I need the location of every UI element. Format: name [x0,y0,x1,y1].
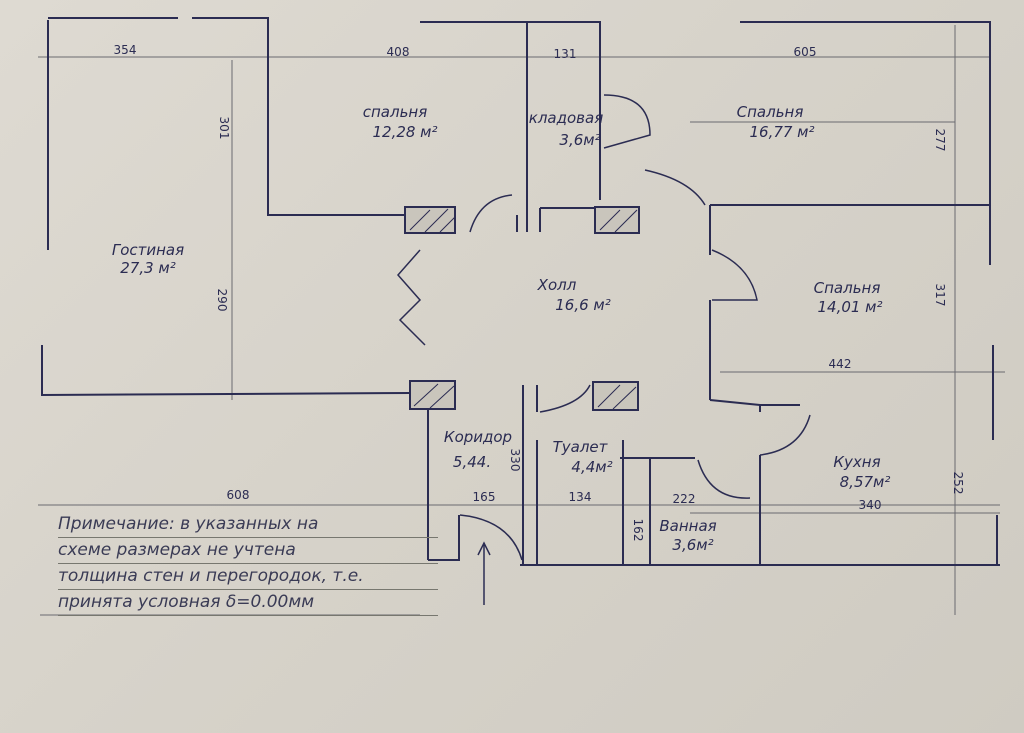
room-area-living-room: 27,3 м² [120,259,176,277]
dimension-label: 354 [113,43,137,57]
dimension-label: 301 [217,116,231,140]
room-area-kitchen: 8,57м² [839,473,891,491]
room-name-corridor: Коридор [443,428,513,446]
room-name-storage: кладовая [528,109,604,127]
dimension-label: 442 [828,357,852,371]
room-name-kitchen: Кухня [833,453,881,471]
dimension-label: 605 [793,45,817,59]
walls [41,17,1000,566]
dimension-label: 162 [631,518,645,542]
dimension-label: 408 [386,45,410,59]
room-area-bedroom-1: 12,28 м² [372,123,438,141]
room-name-bedroom-3: Спальня [813,279,881,297]
plan-note: Примечание: в указанных на схеме размера… [58,512,438,616]
note-line: принята условная δ=0.00мм [58,590,438,616]
dimension-label: 131 [553,47,577,61]
columns [404,206,640,411]
room-name-bathroom: Ванная [659,517,717,535]
note-line: схеме размерах не учтена [58,538,438,564]
dimension-label: 134 [568,490,592,504]
column-hatching [409,208,638,410]
room-area-bathroom: 3,6м² [672,536,714,554]
room-area-corridor: 5,44. [452,453,492,471]
dimension-label: 165 [472,490,496,504]
note-line: толщина стен и перегородок, т.е. [58,564,438,590]
dimension-label: 330 [508,448,522,472]
dimension-label: 608 [226,488,250,502]
dimension-label: 340 [858,498,882,512]
room-name-bedroom-1: спальня [362,103,428,121]
room-area-bedroom-3: 14,01 м² [817,298,883,316]
room-name-hall: Холл [537,276,577,294]
room-name-living-room: Гостиная [111,241,185,259]
note-line: Примечание: в указанных на [58,512,438,538]
dimension-label: 277 [933,128,947,152]
dimension-label: 222 [672,492,696,506]
room-area-hall: 16,6 м² [555,296,611,314]
door-swings [397,94,811,605]
dimension-label: 290 [215,288,229,312]
dimension-label: 317 [933,283,947,307]
room-area-bedroom-2: 16,77 м² [749,123,815,141]
room-area-toilet: 4,4м² [571,458,613,476]
room-name-toilet: Туалет [552,438,608,456]
dimension-label: 252 [951,471,965,495]
room-name-bedroom-2: Спальня [736,103,804,121]
room-area-storage: 3,6м² [559,131,601,149]
